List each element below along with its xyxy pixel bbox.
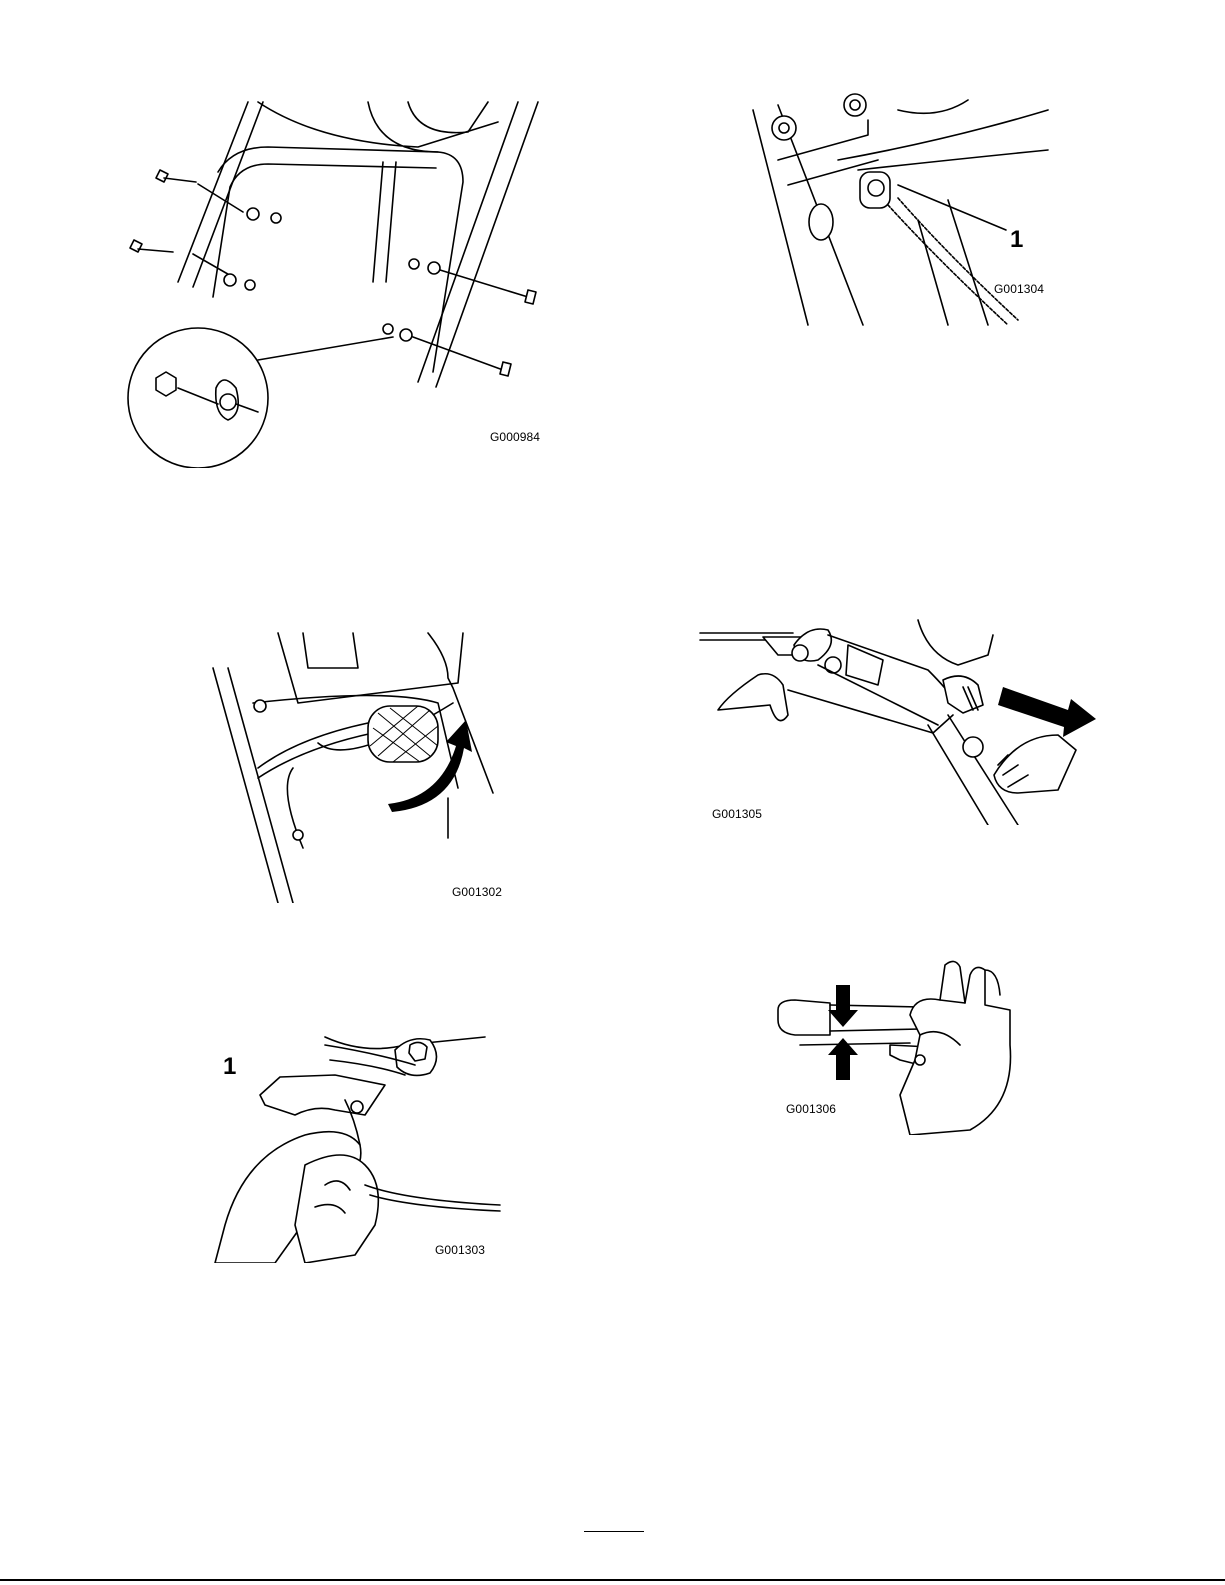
bottom-rule <box>0 1579 1225 1581</box>
figure-id: G001304 <box>994 282 1044 296</box>
callout-number: 1 <box>223 1053 236 1081</box>
figure-cable-hook: 1 G001303 <box>205 1035 505 1263</box>
grip-rotation-drawing <box>208 628 508 903</box>
figure-pull-cable: G001305 <box>698 615 1100 825</box>
figure-id: G001303 <box>435 1243 485 1257</box>
callout-number: 1 <box>1010 226 1023 254</box>
page-number-rule <box>584 1531 644 1532</box>
figure-id: G001306 <box>786 1102 836 1116</box>
figure-handle-bolts: G000984 <box>118 92 588 468</box>
figure-cable-adjuster: 1 G001304 <box>748 90 1053 330</box>
pull-cable-drawing <box>698 615 1100 825</box>
figure-id: G001302 <box>452 885 502 899</box>
figure-id: G001305 <box>712 807 762 821</box>
cable-hook-drawing <box>205 1035 505 1263</box>
figure-grip-rotation: G001302 <box>208 628 508 903</box>
figure-id: G000984 <box>490 430 540 444</box>
handle-bolts-drawing <box>118 92 588 468</box>
figure-lever-gap: G001306 <box>770 955 1035 1135</box>
